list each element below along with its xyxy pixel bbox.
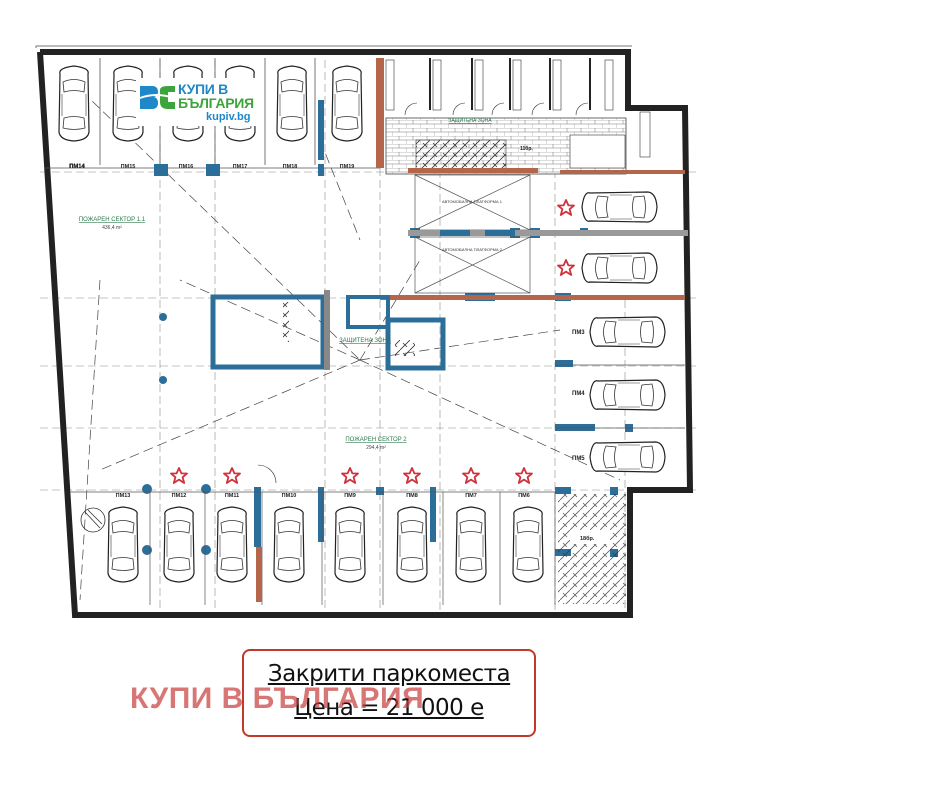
price-title: Закрити паркоместа (267, 661, 511, 687)
fire-sector-2-area: 294,4 m² (366, 445, 386, 451)
stair-count-label: 11бр. (520, 145, 533, 152)
spot-label: ПМ13 (116, 493, 131, 499)
price-value: Цена = 21 000 е (294, 695, 484, 721)
spot-label: ПМ4 (572, 391, 585, 397)
spot-label: ПМ14 (69, 164, 86, 170)
fire-sector-2-label: ПОЖАРЕН СЕКТОР 2 (345, 437, 407, 443)
spot-label: ПМ12 (172, 493, 187, 499)
spot-label: ПМ11 (225, 493, 239, 499)
bike-count-label: 18бр. (580, 535, 595, 542)
spot-label: ПМ3 (572, 330, 585, 336)
spot-label: ПМ17 (233, 164, 248, 170)
spot-label: ПМ19 (340, 164, 355, 170)
spot-label: ПМ16 (179, 164, 194, 170)
kupiv-logo: КУПИ В БЪЛГАРИЯ kupiv.bg (136, 78, 256, 126)
price-box: Закрити паркоместа Цена = 21 000 е (242, 649, 536, 737)
logo-url: kupiv.bg (206, 111, 251, 123)
fire-sector-1-area: 436,4 m² (102, 225, 122, 231)
spot-label: ПМ10 (282, 493, 297, 499)
spot-label: ПМ7 (465, 493, 477, 499)
logo-mark-icon (139, 86, 175, 109)
spot-label: ПМ14 (70, 164, 86, 170)
logo-line-1: КУПИ В (178, 81, 228, 97)
fire-sector-1-label: ПОЖАРЕН СЕКТОР 1.1 (79, 217, 146, 223)
platform-2-label: АВТОМОБИЛНА ПЛАТФОРМА 2 (442, 247, 503, 252)
parking-floor-plan: ПМ14 (35, 45, 700, 618)
protected-zone-top-label: ЗАЩИТЕНА ЗОНА (448, 118, 492, 124)
spot-label: ПМ9 (344, 493, 356, 499)
platform-1-label: АВТОМОБИЛНА ПЛАТФОРМА 1 (442, 199, 503, 204)
protected-zone-mid-label: ЗАЩИТЕНА ЗОНА (339, 338, 391, 344)
spot-label: ПМ6 (518, 493, 530, 499)
logo-line-2: БЪЛГАРИЯ (178, 95, 254, 111)
spot-label: ПМ5 (572, 456, 585, 462)
spot-label: ПМ15 (121, 164, 136, 170)
spot-label: ПМ8 (406, 493, 418, 499)
spot-label: ПМ18 (283, 164, 298, 170)
